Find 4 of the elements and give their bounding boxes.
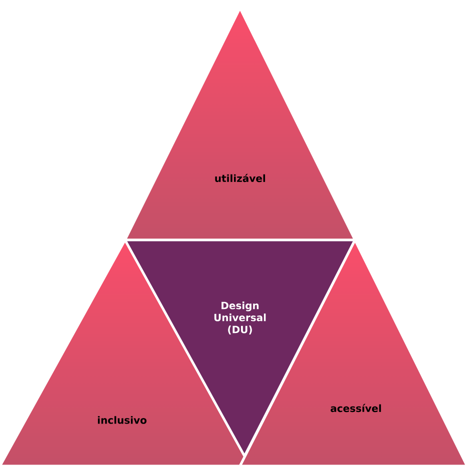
triangle-label: utilizável <box>215 174 266 182</box>
triangle-label: Design Universal (DU) <box>214 302 266 334</box>
triangle-label: inclusivo <box>98 416 146 424</box>
triangle-label: acessível <box>330 404 381 412</box>
